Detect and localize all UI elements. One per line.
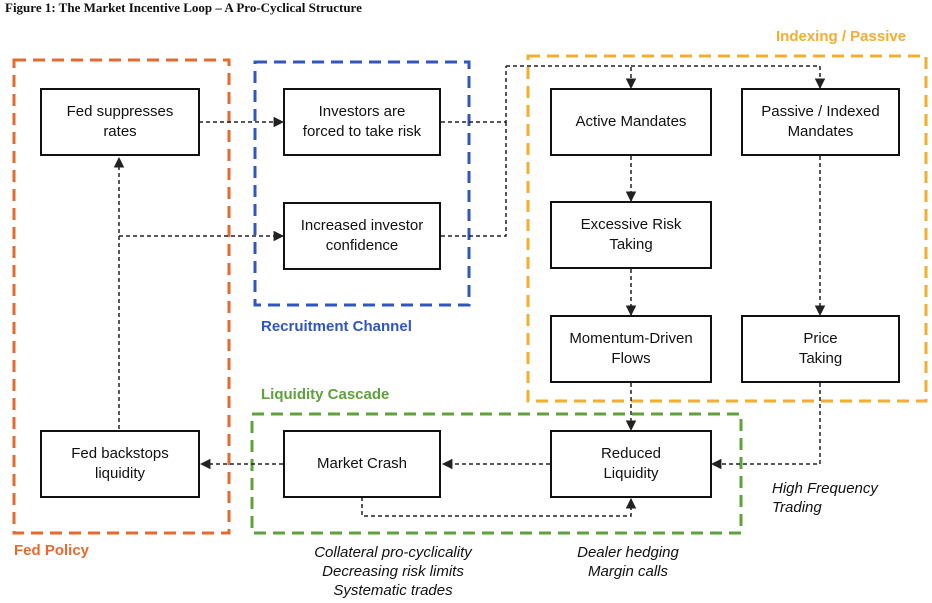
node-market-crash: Market Crash — [283, 430, 441, 498]
node-excessive-risk: Excessive Risk Taking — [550, 201, 712, 269]
arrow-crash-feedback — [361, 497, 637, 517]
node-increased-confidence: Increased investor confidence — [283, 202, 441, 270]
group-label-liquidity: Liquidity Cascade — [261, 386, 390, 403]
node-reduced-liquidity: Reduced Liquidity — [550, 430, 712, 498]
node-price-taking: Price Taking — [741, 315, 900, 383]
node-fed-suppresses-rates: Fed suppresses rates — [40, 88, 200, 156]
arrow-router-to-active — [506, 65, 637, 90]
node-passive-mandates: Passive / Indexed Mandates — [741, 88, 900, 156]
connector-recruitment-to-router — [441, 66, 507, 123]
arrow-router-to-passive — [631, 65, 826, 90]
note-dealer-hedging: Dealer hedging Margin calls — [577, 544, 679, 580]
note-high-frequency-trading: High Frequency Trading — [772, 480, 878, 516]
figure-title: Figure 1: The Market Incentive Loop – A … — [5, 0, 362, 15]
connector-confidence-to-router — [441, 122, 507, 237]
group-border-indexing — [526, 54, 928, 403]
note-collateral: Collateral pro-cyclicality Decreasing ri… — [314, 544, 472, 599]
node-active-mandates: Active Mandates — [550, 88, 712, 156]
arrow-price-to-reduced — [710, 383, 821, 470]
group-label-recruitment: Recruitment Channel — [261, 318, 412, 335]
group-label-fed-policy: Fed Policy — [14, 542, 90, 559]
node-momentum-flows: Momentum-Driven Flows — [550, 315, 712, 383]
group-label-indexing: Indexing / Passive — [776, 28, 907, 45]
group-border-recruitment — [253, 60, 471, 307]
node-fed-backstops: Fed backstops liquidity — [40, 430, 200, 498]
node-investors-forced: Investors are forced to take risk — [283, 88, 441, 156]
